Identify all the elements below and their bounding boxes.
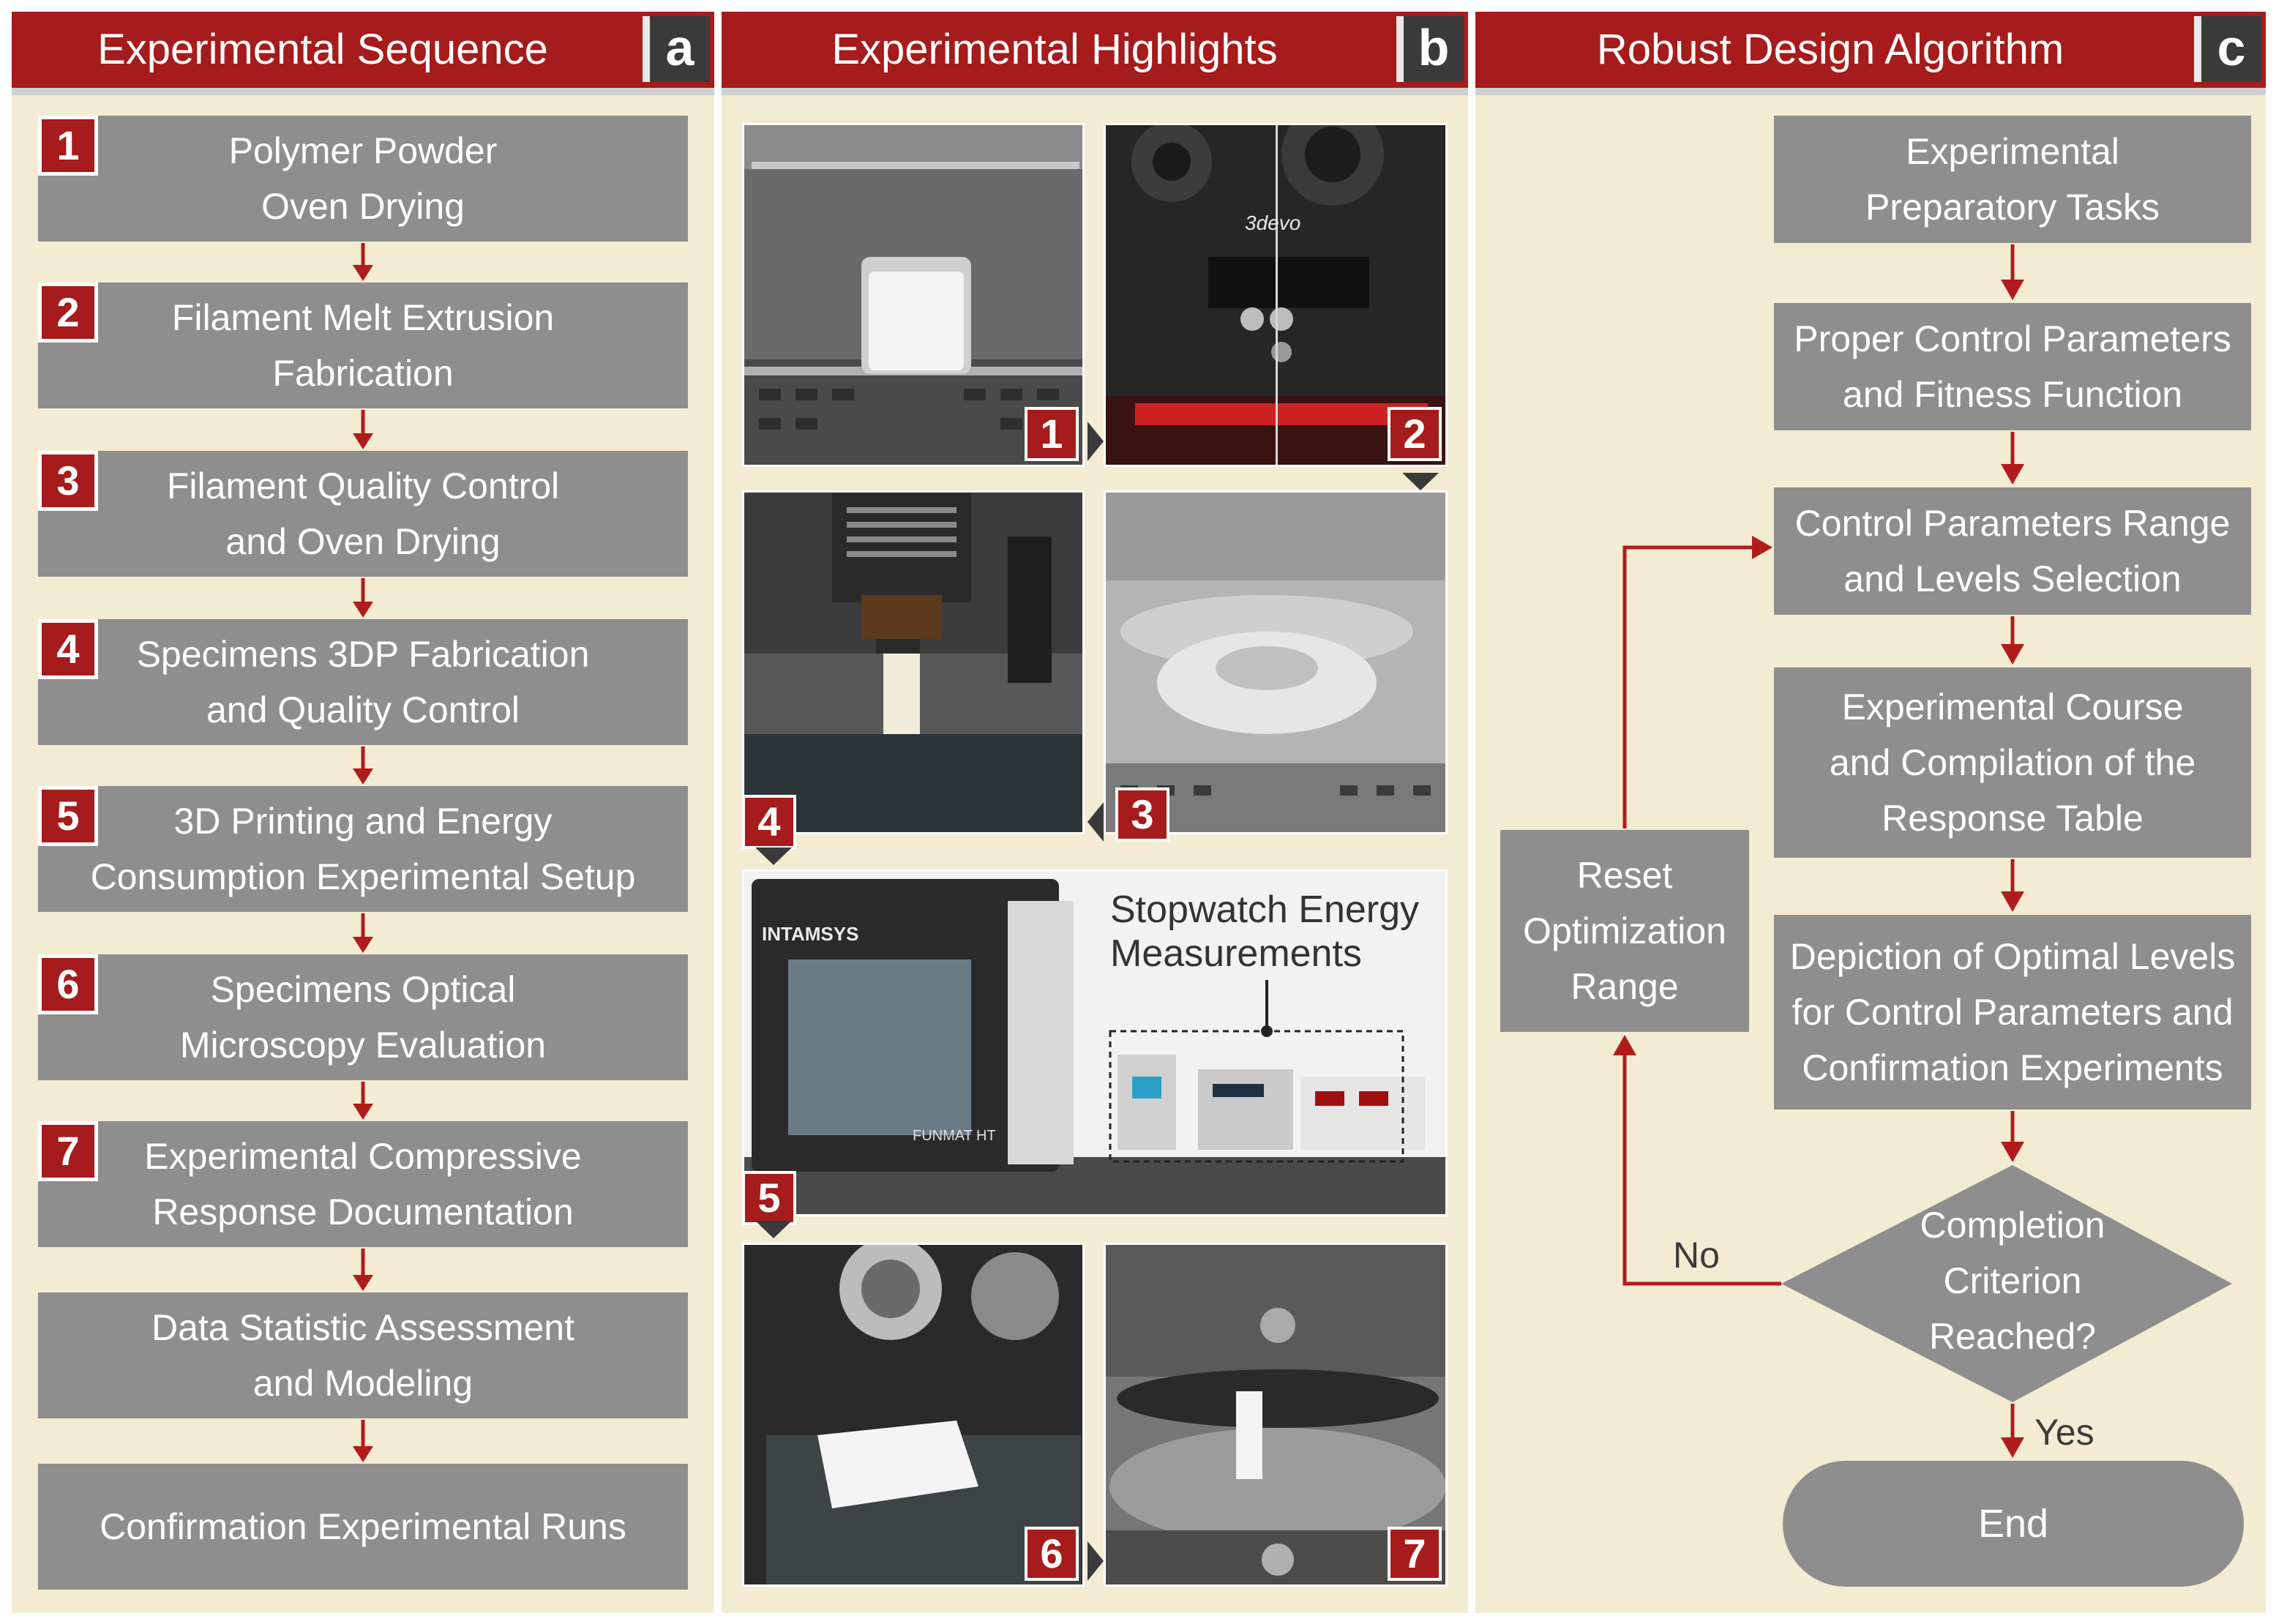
step-1-line2: Oven Drying	[261, 186, 465, 227]
step-number-6: 6	[38, 954, 98, 1014]
algo-box-3-line1: Control Parameters Range	[1794, 503, 2231, 544]
annotation-line1: Stopwatch Energy	[1110, 888, 1420, 931]
photo-number-6: 6	[1025, 1527, 1079, 1581]
step-1-line1: Polymer Powder	[228, 130, 498, 171]
panel-c-letter: c	[2194, 16, 2261, 82]
step-7-line2: Response Documentation	[152, 1191, 574, 1232]
panel-b-header: Experimental Highlights b	[722, 12, 1468, 95]
photo-number-2: 2	[1388, 407, 1442, 461]
step-number-7: 7	[38, 1121, 98, 1181]
step-9-line1: Confirmation Experimental Runs	[100, 1506, 626, 1547]
printer-model: FUNMAT HT	[913, 1128, 996, 1144]
step-box-2: Filament Melt Extrusion Fabrication	[38, 282, 688, 408]
photo-number-3: 3	[1115, 787, 1169, 842]
step-number-3: 3	[38, 451, 98, 511]
algo-box-4-line3: Response Table	[1882, 798, 2144, 839]
step-3-line2: and Oven Drying	[225, 521, 501, 562]
step-box-1: Polymer Powder Oven Drying	[38, 116, 688, 242]
panel-experimental-sequence: Experimental Sequence a Polymer Powder O…	[12, 12, 714, 1613]
step-8-line2: and Modeling	[252, 1363, 473, 1404]
panel-a-header: Experimental Sequence a	[12, 12, 714, 95]
step-number-4: 4	[38, 619, 98, 679]
step-4-line2: and Quality Control	[206, 689, 520, 730]
step-box-6: Specimens Optical Microscopy Evaluation	[38, 954, 688, 1080]
photo-number-7: 7	[1388, 1527, 1442, 1581]
arrow-photo-3-4	[1088, 802, 1104, 842]
step-5-line2: Consumption Experimental Setup	[90, 856, 636, 897]
decision-text: Completion Criterion Reached?	[1830, 1197, 2195, 1364]
reset-line3: Range	[1571, 966, 1679, 1007]
decision-line3: Reached?	[1929, 1316, 2096, 1357]
step-3-line1: Filament Quality Control	[166, 465, 560, 506]
photo-number-1: 1	[1025, 407, 1079, 461]
panel-a-letter: a	[643, 16, 710, 82]
decision-line1: Completion	[1920, 1205, 2105, 1246]
extruder-brand: 3devo	[1245, 212, 1301, 234]
algo-box-1-line1: Experimental	[1906, 131, 2119, 172]
printer-brand: INTAMSYS	[762, 923, 859, 945]
loop-path	[1622, 545, 1753, 828]
step-number-2: 2	[38, 282, 98, 343]
arrow-photo-6-7	[1088, 1541, 1104, 1581]
algo-box-range-levels: Control Parameters Range and Levels Sele…	[1774, 487, 2251, 615]
decision-line2: Criterion	[1943, 1260, 2082, 1301]
algo-box-2-line2: and Fitness Function	[1842, 374, 2183, 415]
stopwatch-annotation: Stopwatch Energy Measurements	[1110, 888, 1440, 976]
step-4-line1: Specimens 3DP Fabrication	[136, 634, 590, 675]
arrow-photo-4-5	[755, 847, 792, 865]
panel-c-header: Robust Design Algorithm c	[1475, 12, 2266, 95]
step-box-9: Confirmation Experimental Runs	[38, 1464, 688, 1590]
photo-number-5: 5	[742, 1171, 796, 1225]
reset-line2: Optimization	[1523, 910, 1726, 951]
algo-box-5-line3: Confirmation Experiments	[1802, 1047, 2223, 1088]
photo-compression-test	[1104, 1243, 1448, 1587]
annotation-pointer	[1109, 980, 1404, 1163]
panel-robust-design-algorithm: Robust Design Algorithm c Experimental P…	[1475, 12, 2266, 1613]
algo-box-preparatory: Experimental Preparatory Tasks	[1774, 116, 2251, 243]
step-number-1: 1	[38, 116, 98, 176]
algo-box-experimental-course: Experimental Course and Compilation of t…	[1774, 667, 2251, 858]
algo-box-3-line2: and Levels Selection	[1843, 558, 2182, 599]
step-box-5: 3D Printing and Energy Consumption Exper…	[38, 786, 688, 912]
panel-b-title: Experimental Highlights	[831, 26, 1278, 73]
step-2-line1: Filament Melt Extrusion	[171, 297, 555, 338]
step-box-4: Specimens 3DP Fabrication and Quality Co…	[38, 619, 688, 745]
algo-box-reset-range: Reset Optimization Range	[1500, 830, 1749, 1032]
algo-box-5-line2: for Control Parameters and	[1792, 992, 2234, 1033]
step-number-5: 5	[38, 786, 98, 846]
yes-label: Yes	[2034, 1412, 2095, 1453]
reset-line1: Reset	[1576, 855, 1673, 896]
step-8-line1: Data Statistic Assessment	[151, 1307, 574, 1348]
algo-box-control-parameters: Proper Control Parameters and Fitness Fu…	[1774, 303, 2251, 430]
step-2-line2: Fabrication	[272, 353, 454, 394]
step-box-7: Experimental Compressive Response Docume…	[38, 1121, 688, 1247]
algo-box-2-line1: Proper Control Parameters	[1794, 318, 2231, 359]
photo-number-4: 4	[742, 795, 796, 849]
end-label: End	[1977, 1502, 2049, 1546]
algo-box-4-line1: Experimental Course	[1841, 686, 2184, 727]
no-label: No	[1673, 1235, 1720, 1276]
panel-experimental-highlights: Experimental Highlights b 1	[722, 12, 1468, 1613]
step-6-line1: Specimens Optical	[210, 969, 516, 1010]
panel-a-title: Experimental Sequence	[97, 26, 548, 73]
algo-box-5-line1: Depiction of Optimal Levels	[1789, 936, 2236, 977]
annotation-line2: Measurements	[1110, 932, 1362, 975]
step-7-line1: Experimental Compressive	[144, 1136, 582, 1177]
panel-b-letter: b	[1396, 16, 1464, 82]
algo-box-1-line2: Preparatory Tasks	[1865, 187, 2160, 228]
step-box-3: Filament Quality Control and Oven Drying	[38, 451, 688, 577]
algo-box-4-line2: and Compilation of the	[1829, 742, 2196, 783]
panel-c-title: Robust Design Algorithm	[1596, 26, 2065, 73]
step-box-8: Data Statistic Assessment and Modeling	[38, 1292, 688, 1418]
photo-filament-spool-oven	[1104, 490, 1448, 834]
step-6-line2: Microscopy Evaluation	[179, 1025, 547, 1066]
arrow-photo-2-3	[1402, 473, 1439, 490]
algo-box-optimal-levels: Depiction of Optimal Levels for Control …	[1774, 915, 2251, 1110]
photo-3d-printing-nozzle	[742, 490, 1085, 834]
arrow-photo-1-2	[1088, 422, 1104, 461]
step-5-line1: 3D Printing and Energy	[173, 801, 553, 842]
photo-energy-setup: INTAMSYS FUNMAT HT Stopwatch Energy Meas…	[742, 869, 1448, 1216]
